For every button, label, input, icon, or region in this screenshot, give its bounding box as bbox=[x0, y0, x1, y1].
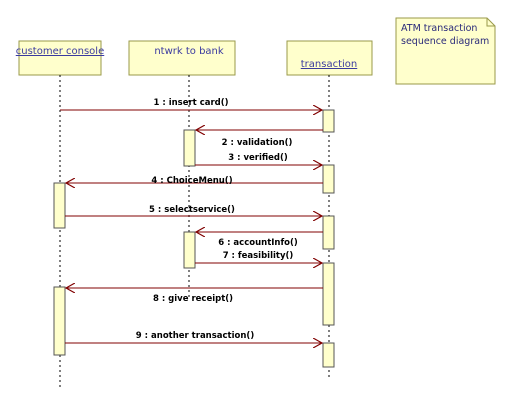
message-9[interactable]: 9 : another transaction() bbox=[65, 331, 322, 343]
lifeline-ntwrk-to-bank[interactable]: ntwrk to bank bbox=[128, 40, 236, 76]
message-1[interactable]: 1 : insert card() bbox=[60, 98, 322, 110]
note-line-1: ATM transaction bbox=[401, 23, 477, 34]
message-5-label: 5 : selectservice() bbox=[149, 205, 235, 215]
message-7[interactable]: 7 : feasibility() bbox=[195, 251, 322, 263]
message-3[interactable]: 3 : verified() bbox=[195, 153, 322, 165]
activation-transaction-4 bbox=[322, 262, 335, 326]
activation-transaction-3 bbox=[322, 215, 335, 250]
activation-customer-1 bbox=[53, 182, 66, 229]
activation-transaction-1 bbox=[322, 109, 335, 133]
message-1-label: 1 : insert card() bbox=[153, 98, 228, 108]
message-7-label: 7 : feasibility() bbox=[223, 251, 294, 261]
activation-customer-2 bbox=[53, 286, 66, 356]
message-5[interactable]: 5 : selectservice() bbox=[65, 205, 322, 216]
activation-bank-2 bbox=[183, 231, 196, 269]
message-8-label: 8 : give receipt() bbox=[153, 294, 233, 304]
message-2-label: 2 : validation() bbox=[222, 138, 293, 148]
diagram-note: ATM transaction sequence diagram bbox=[395, 17, 496, 85]
activation-bank-1 bbox=[183, 129, 196, 167]
message-4-label: 4 : ChoiceMenu() bbox=[151, 176, 232, 186]
message-4[interactable]: 4 : ChoiceMenu() bbox=[66, 176, 323, 186]
lifeline-transaction[interactable]: transaction bbox=[286, 40, 373, 76]
message-3-label: 3 : verified() bbox=[228, 153, 288, 163]
message-6[interactable]: 6 : accountInfo() bbox=[196, 232, 323, 248]
lifeline-label-ntwrk-to-bank: ntwrk to bank bbox=[154, 46, 224, 57]
message-9-label: 9 : another transaction() bbox=[136, 331, 255, 341]
lifeline-label-transaction: transaction bbox=[301, 59, 358, 70]
note-line-2: sequence diagram bbox=[401, 36, 489, 47]
activation-transaction-5 bbox=[322, 342, 335, 368]
message-6-label: 6 : accountInfo() bbox=[218, 238, 298, 248]
lifeline-label-customer-console: customer console bbox=[16, 46, 104, 57]
lifeline-customer-console[interactable]: customer console bbox=[16, 40, 104, 76]
message-8[interactable]: 8 : give receipt() bbox=[66, 288, 323, 304]
message-2[interactable]: 2 : validation() bbox=[196, 130, 323, 148]
activation-transaction-2 bbox=[322, 164, 335, 194]
